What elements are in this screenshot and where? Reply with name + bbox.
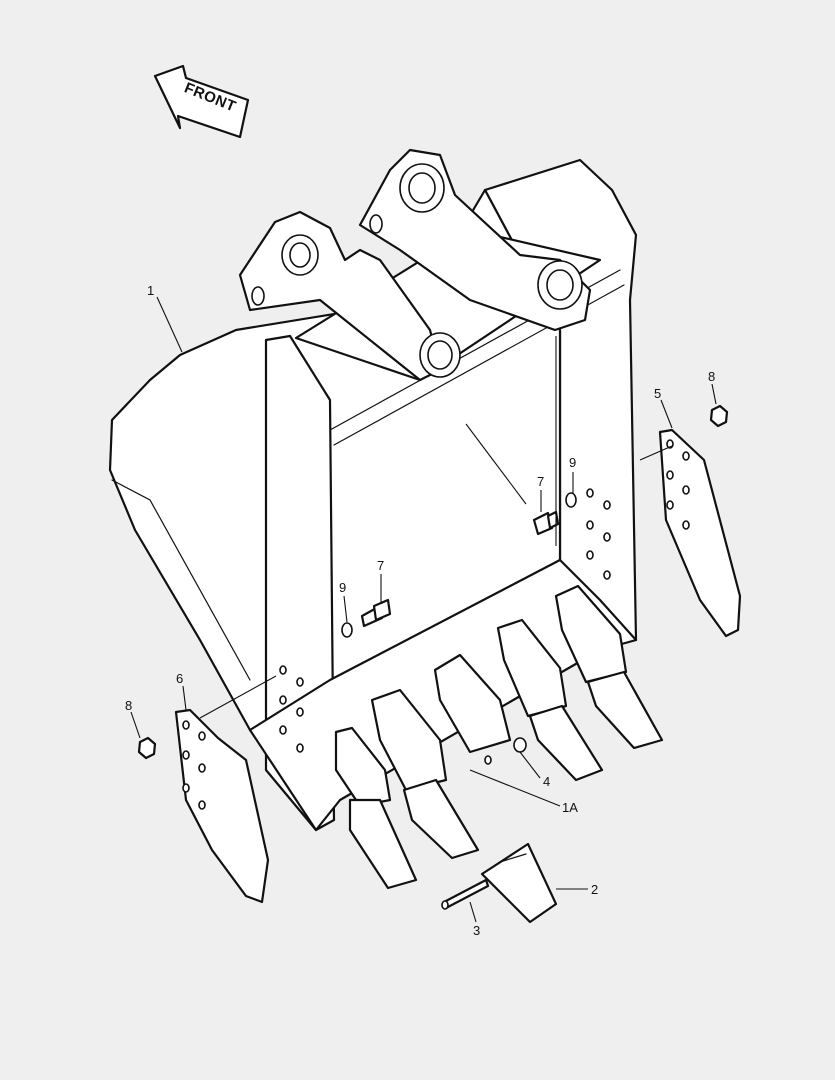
bucket-body — [108, 148, 638, 832]
nut-right — [709, 404, 729, 428]
side-plate-holes-left — [279, 665, 304, 753]
callout-washer-front: 9 — [339, 580, 346, 595]
adapter-pin-hole — [484, 755, 492, 765]
washer-rear — [565, 492, 577, 508]
callout-side-cutter-right: 5 — [654, 386, 661, 401]
callout-pin: 3 — [473, 923, 480, 938]
front-direction-arrow: FRONT — [153, 64, 250, 139]
callout-lock-washer: 4 — [543, 774, 550, 789]
tooth-adapters — [334, 584, 664, 890]
lock-washer — [513, 737, 527, 753]
callout-bucket: 1 — [147, 283, 154, 298]
side-plate-holes-right — [586, 488, 611, 580]
callout-tooth-point: 2 — [591, 882, 598, 897]
callouts: 1 1A 2 3 4 5 6 7 7 9 9 8 8 — [125, 283, 715, 938]
tooth-point-exploded — [480, 842, 558, 924]
callout-bolt-rear: 7 — [537, 474, 544, 489]
washer-front — [341, 622, 353, 638]
callout-nut-right: 8 — [708, 369, 715, 384]
callout-washer-rear: 9 — [569, 455, 576, 470]
callout-tooth-adapter: 1A — [562, 800, 578, 815]
callout-nut-left: 8 — [125, 698, 132, 713]
bolt-front — [360, 598, 392, 628]
callout-side-cutter-left: 6 — [176, 671, 183, 686]
side-cutter-left — [174, 708, 270, 904]
leader-lines — [130, 296, 717, 923]
tooth-pin — [441, 878, 490, 910]
callout-bolt-front: 7 — [377, 558, 384, 573]
nut-left — [137, 736, 157, 760]
side-cutter-right — [658, 428, 742, 638]
